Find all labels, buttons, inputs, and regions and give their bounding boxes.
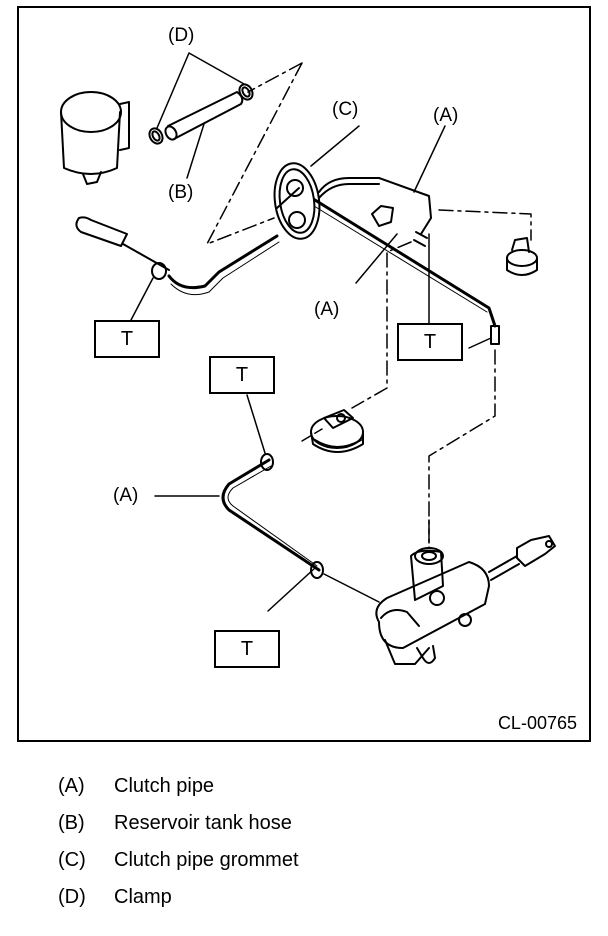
exploded-diagram: (D) (B) (C) (A) (A) (A) T T T T CL-00765	[17, 6, 591, 742]
switch-connector	[506, 237, 538, 276]
legend: (A) Clutch pipe (B) Reservoir tank hose …	[58, 768, 299, 916]
legend-key: (D)	[58, 886, 86, 908]
legend-item: (C) Clutch pipe grommet	[58, 842, 299, 879]
legend-label: Clamp	[114, 886, 172, 908]
diagram-drawing	[60, 52, 556, 665]
callout-a-left: (A)	[113, 485, 139, 506]
callout-d: (D)	[168, 25, 195, 46]
callout-a-mid: (A)	[314, 299, 340, 320]
legend-item: (D) Clamp	[58, 879, 299, 916]
master-cylinder	[375, 519, 556, 665]
torque-box: T	[94, 320, 160, 358]
figure-id: CL-00765	[497, 713, 577, 733]
legend-item: (B) Reservoir tank hose	[58, 805, 299, 842]
legend-label: Clutch pipe grommet	[114, 849, 299, 871]
legend-label: Clutch pipe	[114, 775, 215, 797]
legend-label: Reservoir tank hose	[114, 812, 292, 834]
legend-key: (A)	[58, 775, 85, 797]
clutch-pipe-upper	[313, 177, 497, 328]
clamp-left	[148, 127, 164, 145]
legend-key: (C)	[58, 849, 86, 871]
clutch-pipe-lower	[221, 453, 324, 579]
reservoir-tank	[60, 91, 130, 185]
torque-box: T	[397, 323, 463, 361]
torque-box: T	[214, 630, 280, 668]
torque-box: T	[209, 356, 275, 394]
callout-a-top: (A)	[433, 105, 459, 126]
legend-key: (B)	[58, 812, 85, 834]
callout-b: (B)	[168, 182, 194, 203]
clutch-pipe-left	[75, 216, 280, 296]
operating-cylinder	[310, 409, 364, 453]
legend-item: (A) Clutch pipe	[58, 768, 299, 805]
callout-c: (C)	[332, 99, 359, 120]
clamp-right	[238, 83, 254, 101]
reservoir-hose	[164, 91, 244, 141]
